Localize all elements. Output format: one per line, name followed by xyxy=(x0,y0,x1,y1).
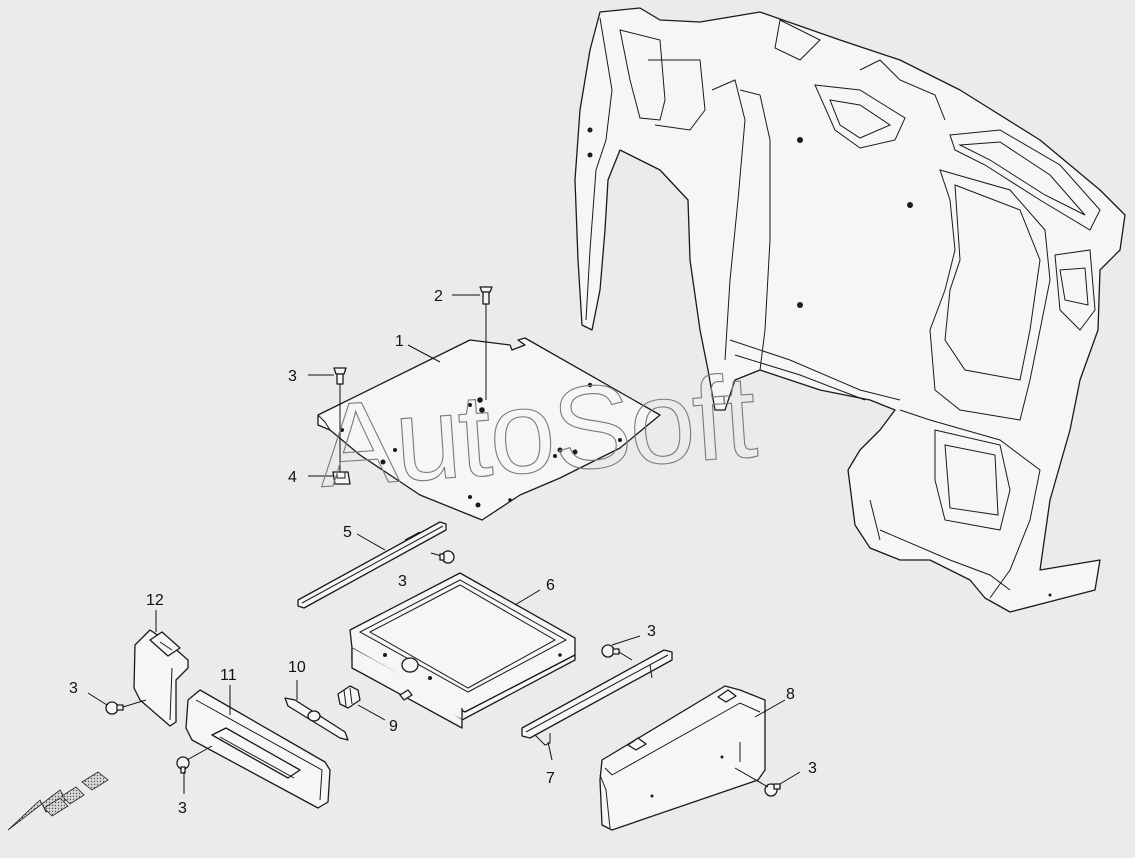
leader-lines xyxy=(308,294,541,606)
label-part-3-upper: 3 xyxy=(288,368,297,385)
part-4-clip-nut xyxy=(332,471,351,485)
part-9-knob xyxy=(337,685,386,721)
part-3-screw-side-right xyxy=(734,767,801,797)
cab-rear-wall xyxy=(574,7,1126,613)
part-12-side-cover-left xyxy=(133,610,189,727)
direction-arrow-icon xyxy=(7,771,109,831)
label-part-3-side-right: 3 xyxy=(808,760,817,777)
label-part-3-side-left: 3 xyxy=(69,680,78,697)
part-3-screw-rail xyxy=(439,550,455,564)
label-part-3-rail-right: 3 xyxy=(647,623,656,640)
label-part-3-front: 3 xyxy=(178,800,187,817)
label-part-9: 9 xyxy=(389,718,398,735)
part-3-screw-front xyxy=(176,745,213,794)
part-7-right-rail xyxy=(521,649,673,761)
label-part-6: 6 xyxy=(546,577,555,594)
part-3-screw-upper xyxy=(333,367,347,472)
part-5-left-rail xyxy=(297,521,447,609)
part-1-floor-plate xyxy=(317,337,661,521)
part-2-screw xyxy=(479,286,493,400)
label-part-11: 11 xyxy=(220,667,237,684)
label-part-4: 4 xyxy=(288,469,297,486)
part-10-bracket xyxy=(284,680,349,741)
part-8-side-cover-right xyxy=(599,685,786,831)
label-part-5: 5 xyxy=(343,524,352,541)
label-part-12: 12 xyxy=(146,592,164,609)
part-11-drawer-front xyxy=(185,685,331,809)
label-part-3-rail: 3 xyxy=(398,573,407,590)
label-part-2: 2 xyxy=(434,288,443,305)
part-3-screw-side-left xyxy=(87,692,147,715)
part-number-labels: 1 2 3 4 5 3 6 3 8 3 7 9 10 11 12 3 3 xyxy=(69,288,817,817)
label-part-8: 8 xyxy=(786,686,795,703)
part-6-drawer-box xyxy=(349,572,576,729)
label-part-10: 10 xyxy=(288,659,306,676)
label-part-1: 1 xyxy=(395,333,404,350)
label-part-7: 7 xyxy=(546,770,555,787)
watermark: AutoSoft xyxy=(314,350,760,512)
part-3-screw-rail-right xyxy=(601,635,641,661)
